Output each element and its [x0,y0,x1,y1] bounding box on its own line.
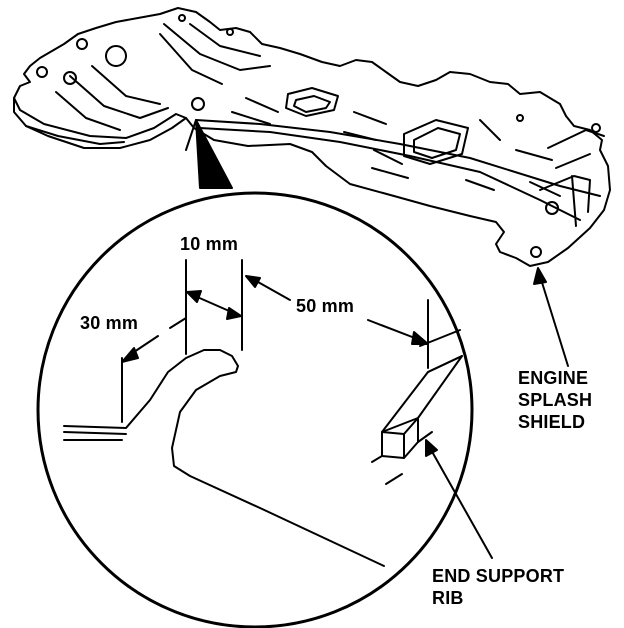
engine-splash-shield-label: ENGINE SPLASH SHIELD [518,368,592,432]
engine-splash-shield-drawing [13,7,611,267]
shield-label-line2: SPLASH [518,390,593,410]
detail-circle [36,191,474,628]
dimension-label-10mm: 10 mm [180,234,239,254]
detail-contents [63,259,463,567]
shield-label-line1: ENGINE [518,368,589,388]
end-support-rib-label: END SUPPORT RIB [432,566,564,608]
detail-callout-pointer [185,119,233,189]
dimension-arrows [121,275,429,363]
rib-label-line1: END SUPPORT [432,566,565,586]
dimension-label-30mm: 30 mm [80,313,139,333]
dimension-label-50mm: 50 mm [296,296,355,316]
shield-label-line3: SHIELD [518,412,586,432]
rib-label-line2: RIB [432,588,464,608]
leader-lines [425,267,569,559]
